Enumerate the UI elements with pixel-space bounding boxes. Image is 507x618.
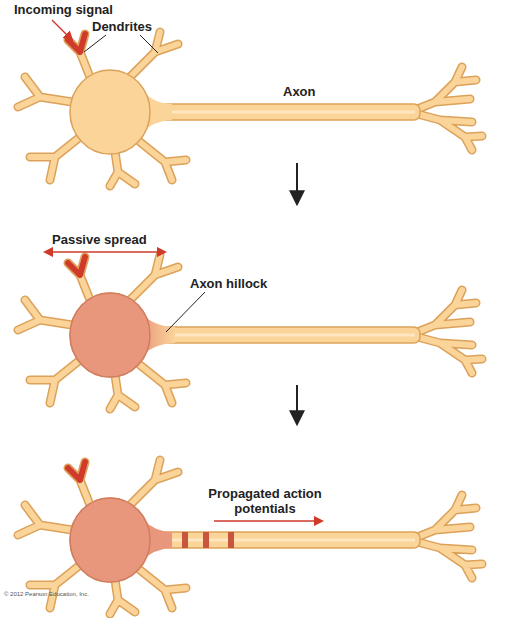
process-label: Propagated action potentials xyxy=(205,486,325,516)
neuron xyxy=(18,255,482,409)
neuron xyxy=(18,460,482,614)
neuron xyxy=(18,32,482,186)
part-label: Axon xyxy=(283,84,316,99)
part-label: Axon hillock xyxy=(190,276,267,291)
process-label: Passive spread xyxy=(52,232,147,247)
copyright-note: © 2012 Pearson Education, Inc. xyxy=(4,590,89,598)
part-label: Dendrites xyxy=(92,19,152,34)
signal-label: Incoming signal xyxy=(14,2,113,17)
